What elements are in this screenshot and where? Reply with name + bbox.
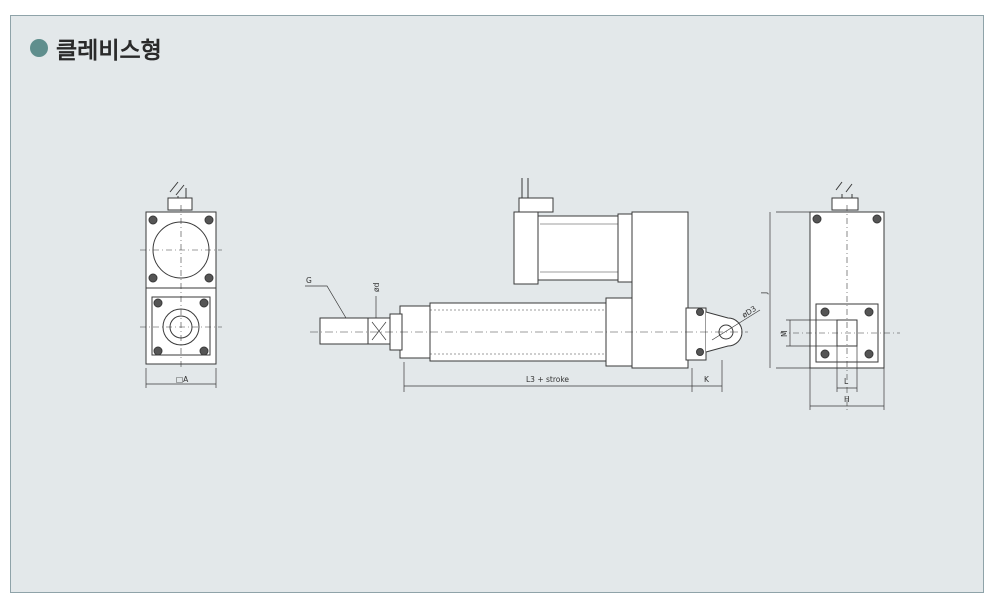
cable-lead [835, 181, 853, 206]
section-title: 클레비스형 [56, 38, 162, 64]
bolt-icon [153, 298, 163, 308]
motor-endcap [513, 211, 539, 285]
dimension-l3-k-line [403, 360, 723, 392]
bolt-icon [820, 349, 830, 359]
leader-d3 [711, 309, 761, 341]
bolt-icon [696, 308, 704, 316]
bolt-icon [199, 346, 209, 356]
bolt-icon [696, 348, 704, 356]
rod-end-thread [319, 317, 369, 345]
bolt-icon [204, 273, 214, 283]
dimension-l-line [836, 346, 858, 392]
label-dim-g: G [306, 276, 312, 285]
dimension-h-line [809, 368, 885, 410]
bolt-icon [820, 307, 830, 317]
motor-connector [518, 197, 554, 213]
label-dim-k: K [704, 375, 710, 384]
motor-flange-side [617, 213, 633, 283]
bolt-icon [864, 307, 874, 317]
bolt-icon [812, 214, 822, 224]
bolt-icon [199, 298, 209, 308]
motor-cable [521, 178, 529, 200]
dimension-j-line [769, 211, 810, 369]
label-dim-m: M [780, 331, 789, 337]
dimension-a-line [145, 368, 217, 388]
label-dim-d: ød [372, 282, 381, 292]
gear-housing [631, 211, 689, 369]
tube-hatch [430, 309, 632, 355]
bullet-dot-icon [30, 39, 48, 57]
end-view [140, 181, 222, 388]
label-dim-d3: øD3 [740, 304, 758, 320]
label-dim-h: H [844, 395, 850, 404]
bolt-icon [148, 215, 158, 225]
rear-view [769, 181, 900, 410]
label-dim-j: J [760, 292, 769, 295]
leader-g [305, 285, 347, 319]
motor-body [537, 215, 629, 281]
bolt-icon [204, 215, 214, 225]
centerline [140, 205, 222, 370]
cable-lead [169, 181, 187, 210]
bolt-icon [148, 273, 158, 283]
dimension-m-line [786, 319, 837, 347]
connector-block [167, 197, 193, 211]
label-dim-l3: L3 + stroke [526, 375, 569, 384]
bolt-icon [872, 214, 882, 224]
motor-ribs [540, 223, 626, 273]
side-view [305, 178, 761, 392]
section-heading: 클레비스형 [30, 31, 162, 65]
rod-nut-cross [371, 321, 387, 341]
bolt-icon [153, 346, 163, 356]
bolt-icon [864, 349, 874, 359]
connector-block [831, 197, 859, 211]
centerline [780, 205, 900, 410]
label-dim-l: L [844, 377, 849, 386]
label-dim-a: □A [176, 375, 189, 384]
rear-housing [809, 211, 885, 369]
